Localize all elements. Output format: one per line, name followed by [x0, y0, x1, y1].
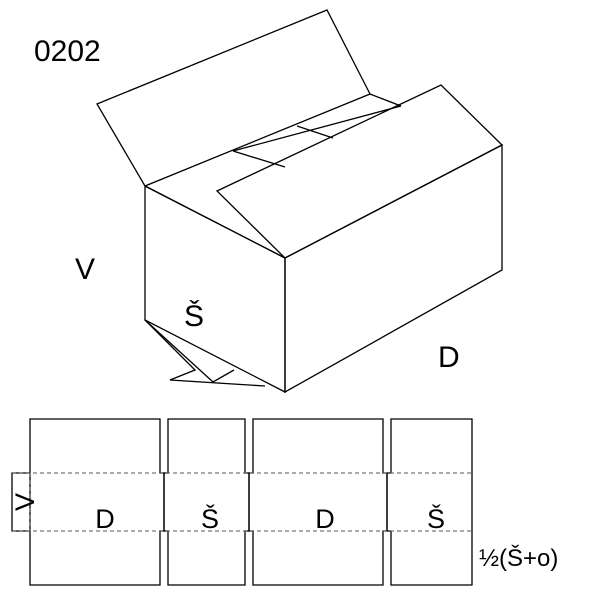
bottom-flap	[144, 319, 266, 387]
bottom-flap	[144, 319, 235, 383]
blank-panel-label: D	[95, 504, 115, 534]
width-label: Š	[184, 299, 204, 333]
inner-seam	[369, 93, 402, 107]
inner-seam	[296, 125, 334, 139]
inner-seam	[232, 105, 402, 152]
blank-panel-label: Š	[427, 503, 445, 534]
blank-height-label: V	[10, 493, 40, 511]
blank-panel	[386, 418, 473, 586]
length-label: D	[438, 341, 460, 374]
box-3d: V Š D	[75, 9, 504, 394]
flap-height-label: ½(Š+o)	[479, 544, 558, 572]
height-label: V	[75, 253, 95, 286]
side-panel	[144, 184, 286, 394]
front-panel	[284, 143, 503, 394]
blank-panel	[163, 418, 250, 586]
blank-panel-label: D	[315, 504, 335, 534]
blank-panel	[248, 418, 388, 586]
style-code: 0202	[34, 35, 101, 68]
inner-seam	[232, 150, 286, 168]
blank-panel	[29, 418, 165, 586]
box-blank: V D Š D Š ½(Š+o)	[10, 418, 558, 586]
blank-panel-label: Š	[201, 503, 219, 534]
front-flap	[215, 84, 504, 259]
back-flap	[96, 9, 371, 187]
